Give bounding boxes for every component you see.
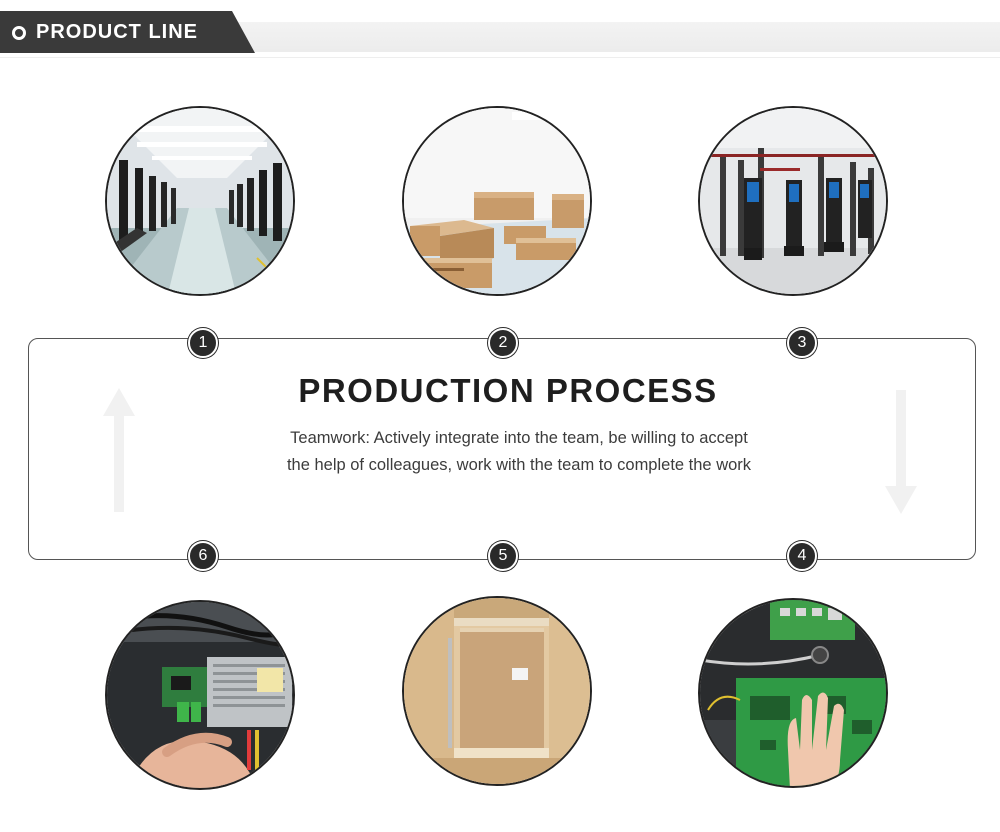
step-badge-4: 4 [787, 541, 817, 571]
bullet-ring-icon [12, 26, 26, 40]
step-badge-1: 1 [188, 328, 218, 358]
step-badge-6: 6 [188, 541, 218, 571]
section-title: PRODUCT LINE [36, 21, 198, 43]
step-badge-3: 3 [787, 328, 817, 358]
wiring-photo [105, 600, 295, 790]
process-description: Teamwork: Actively integrate into the te… [286, 429, 752, 474]
down-arrow-icon [885, 390, 917, 514]
wooden-crate-photo [402, 596, 592, 786]
kiosk-assembly-photo [698, 106, 888, 296]
factory-hall-photo [105, 106, 295, 296]
up-arrow-icon [103, 388, 135, 512]
packed-cartons-photo [402, 106, 592, 296]
process-title: PRODUCTION PROCESS [298, 372, 718, 409]
circuit-board-photo [698, 598, 888, 788]
step-badge-2: 2 [488, 328, 518, 358]
header-tab [0, 11, 255, 53]
step-badge-5: 5 [488, 541, 518, 571]
header-divider [0, 57, 1000, 58]
